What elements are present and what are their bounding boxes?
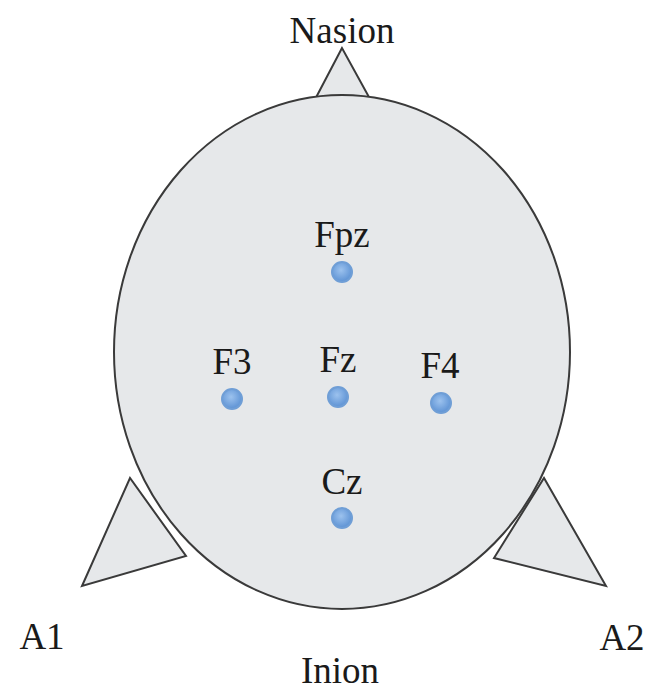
electrode-label: Inion: [301, 652, 379, 689]
electrode-label: F3: [212, 343, 251, 380]
head-outline: [114, 95, 570, 609]
electrode-label: A2: [599, 619, 644, 656]
electrode-label: Fpz: [314, 216, 370, 253]
electrode-dot: [332, 508, 352, 528]
electrode-label: A1: [19, 618, 64, 655]
electrode-label: Cz: [321, 463, 362, 500]
electrode-dot: [222, 389, 242, 409]
electrode-dot: [332, 262, 352, 282]
electrode-label: Nasion: [290, 12, 395, 49]
electrode-label: Fz: [320, 341, 357, 378]
electrode-label: F4: [420, 347, 459, 384]
electrode-dot: [328, 387, 348, 407]
electrode-dot: [431, 393, 451, 413]
